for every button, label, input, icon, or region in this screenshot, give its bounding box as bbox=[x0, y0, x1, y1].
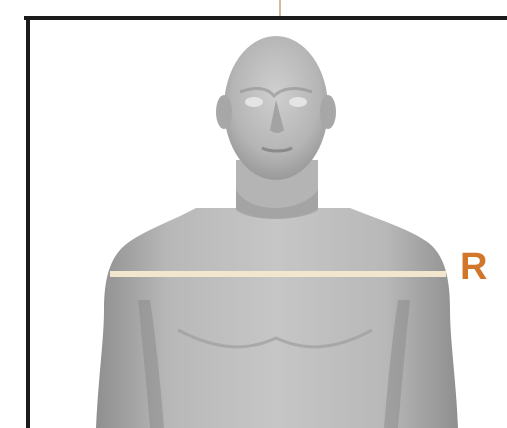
left-eye bbox=[245, 97, 263, 107]
measurement-label: R bbox=[460, 248, 487, 286]
right-ear bbox=[320, 95, 336, 129]
left-ear bbox=[216, 95, 232, 129]
right-eye bbox=[289, 97, 307, 107]
